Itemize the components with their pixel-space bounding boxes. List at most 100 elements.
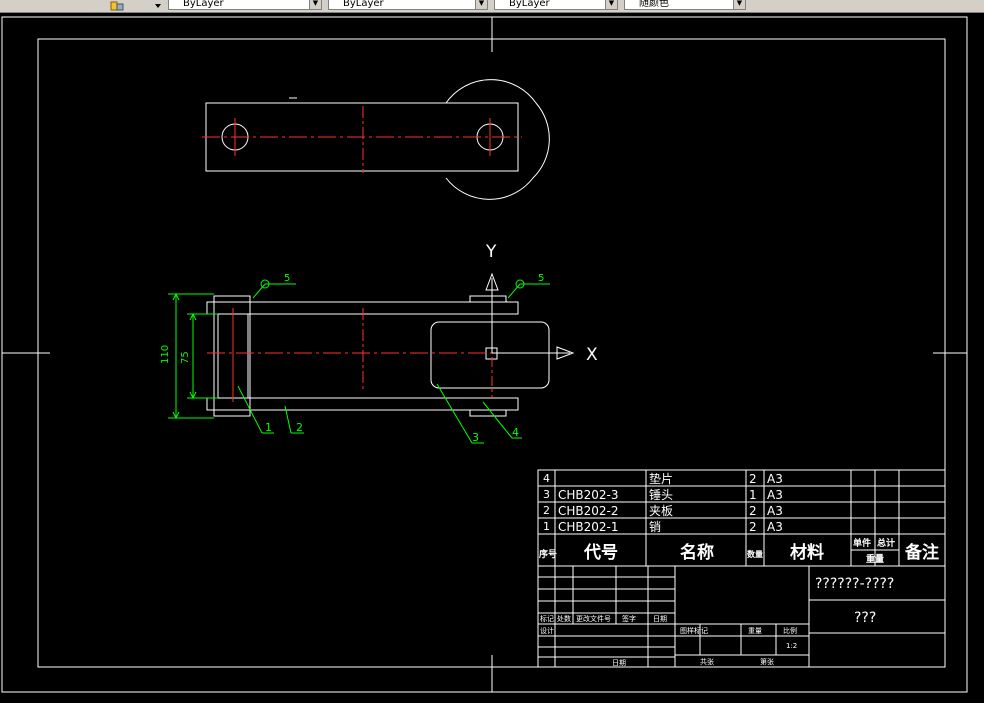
plotstyle-control-value: 随颜色 (639, 0, 669, 9)
tb-label: 重量 (748, 627, 762, 635)
color-control-value: ByLayer (183, 0, 224, 9)
balloon-2: 2 (296, 421, 303, 434)
dim-arrows-outer (172, 292, 180, 420)
top-view (202, 79, 550, 200)
bom-cell: 3 (543, 488, 550, 501)
layer-state-icon[interactable] (110, 0, 124, 11)
bom-cell: 夹板 (649, 504, 673, 518)
bom-cell: 2 (543, 504, 550, 517)
plotstyle-control[interactable]: 随颜色 ▼ (624, 0, 746, 10)
title-block-border (537, 565, 946, 668)
lineweight-control-value: ByLayer (509, 0, 550, 9)
linetype-control[interactable]: ByLayer ▼ (328, 0, 488, 10)
balloon-4: 4 (512, 426, 519, 439)
lineweight-control[interactable]: ByLayer ▼ (494, 0, 618, 10)
washer-bottom-left (213, 409, 251, 417)
bom-header-qty: 数量 (747, 549, 763, 559)
tb-label: 日期 (653, 615, 667, 623)
balloon-3: 3 (472, 431, 479, 444)
bom-cell: 2 (749, 504, 757, 518)
bom-cell: CHB202-3 (558, 488, 619, 502)
bom-header-code: 代号 (583, 542, 618, 563)
leader-5-right (507, 283, 521, 299)
plate-lower (206, 397, 519, 411)
dim-text-inner: 75 (180, 351, 191, 364)
washer-top-right (469, 295, 507, 303)
tb-drawing-number: ??????-???? (815, 576, 894, 592)
leader-5-left-mark (260, 279, 270, 289)
tb-label: 共张 (700, 657, 714, 666)
chevron-down-icon[interactable]: ▼ (475, 0, 487, 9)
balloon-5-left: 5 (284, 273, 290, 284)
tb-label: 图样标记 (680, 626, 708, 635)
bom-header-weight: 重量 (866, 553, 884, 565)
ucs-y-label: Y (485, 242, 497, 262)
dim-arrows-inner (189, 312, 197, 400)
title-block (537, 565, 946, 668)
bom-cell: 锤头 (649, 487, 673, 502)
hammer-head-body (430, 321, 550, 389)
washer-bottom-right (469, 409, 507, 417)
bom-cell: 2 (749, 520, 757, 534)
tb-label: 日期 (612, 659, 626, 667)
bom-cell: 销 (649, 520, 661, 534)
tb-label: 比例 (783, 626, 797, 635)
tb-label: 标记 (540, 614, 554, 623)
tb-label: 处数 (557, 614, 571, 623)
leader-4 (482, 401, 513, 439)
dim-text-outer: 110 (160, 345, 171, 364)
ucs-icon (485, 272, 575, 360)
color-control[interactable]: ByLayer ▼ (168, 0, 322, 10)
balloon-5-right: 5 (538, 273, 544, 284)
leader-2 (284, 405, 292, 434)
bom-cell: A3 (767, 504, 783, 518)
tb-scale-value: 1:2 (786, 642, 797, 650)
ucs-x-label: X (586, 345, 598, 365)
bom-cell: A3 (767, 488, 783, 502)
drawing-svg[interactable]: Y X 110 75 5 5 1 2 3 4 (0, 12, 984, 699)
chevron-down-icon[interactable]: ▼ (309, 0, 321, 9)
bom-cell: 1 (543, 520, 550, 533)
front-view (206, 295, 550, 417)
bom-rows: 4 垫片 2 A3 3 CHB202-3 锤头 1 A3 2 CHB202-2 … (543, 471, 783, 534)
bom-cell: 4 (543, 472, 550, 485)
properties-toolbar: ByLayer ▼ ByLayer ▼ ByLayer ▼ 随颜色 ▼ (0, 0, 984, 13)
leader-3 (436, 383, 473, 444)
bom-header-remark: 备注 (904, 542, 939, 563)
bom-cell: CHB202-2 (558, 504, 619, 518)
dimensions (168, 279, 550, 444)
hammer-head-outline (445, 79, 550, 200)
tb-drawing-name: ??? (854, 610, 876, 626)
bom-header-total: 总计 (877, 537, 895, 549)
washer-top-left (213, 295, 251, 303)
tb-label: 第张 (760, 657, 774, 666)
title-block-labels: 标记 处数 更改文件号 签字 日期 设计 日期 图样标记 重量 比例 共张 第张 (540, 614, 797, 667)
leader-5-right-mark (515, 279, 525, 289)
linetype-control-value: ByLayer (343, 0, 384, 9)
bom-cell: 垫片 (649, 471, 673, 486)
bom-header-material: 材料 (790, 542, 824, 563)
chevron-down-icon[interactable]: ▼ (605, 0, 617, 9)
tb-label: 签字 (622, 614, 636, 623)
chevron-down-icon[interactable]: ▼ (733, 0, 745, 9)
tb-label: 设计 (540, 626, 554, 635)
ucs-x-arrow (556, 346, 575, 360)
leader-1 (237, 385, 263, 434)
bom-cell: A3 (767, 472, 783, 486)
tb-label: 更改文件号 (576, 614, 611, 623)
bom-header-unit: 单件 (853, 537, 871, 549)
bom-header-no: 序号 (539, 548, 557, 560)
bom-header-name: 名称 (680, 542, 714, 563)
drawing-frame (1, 16, 968, 693)
layer-dropdown-arrow-icon[interactable] (153, 0, 163, 9)
sheet-border (1, 16, 968, 693)
bom-cell: CHB202-1 (558, 520, 619, 534)
ucs-y-arrow (485, 272, 499, 291)
bom-cell: 2 (749, 472, 757, 486)
bom-cell: 1 (749, 488, 757, 502)
balloon-1: 1 (265, 421, 272, 434)
bom-cell: A3 (767, 520, 783, 534)
leader-5-left (252, 283, 266, 299)
model-space-canvas[interactable]: Y X 110 75 5 5 1 2 3 4 (0, 12, 984, 699)
bom-header: 序号 代号 名称 数量 材料 单件 总计 重量 备注 (539, 537, 939, 565)
